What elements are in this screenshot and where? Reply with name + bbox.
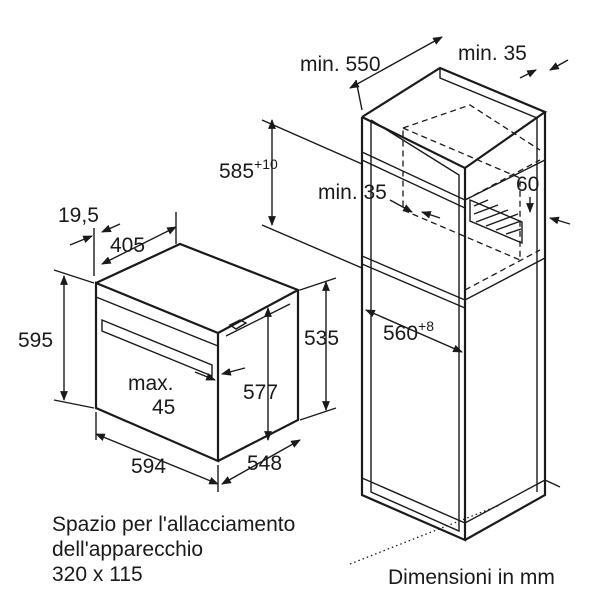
upper-shelf-edge <box>361 159 466 209</box>
note-line-1: Spazio per l'allacciamento <box>52 513 296 536</box>
oven-base-shelf <box>361 255 546 301</box>
cabinet-drawing <box>360 66 561 542</box>
control-panel-line <box>95 296 219 347</box>
label-panel-thickness: 19,5 <box>58 204 99 227</box>
note-line-2: dell'apparecchio <box>52 538 204 561</box>
cabinet-inner-back <box>439 68 538 492</box>
label-oven-body-height: 535 <box>304 327 339 350</box>
units-note: Dimensioni in mm <box>388 566 555 589</box>
cabinet-inner-left <box>370 119 460 533</box>
niche-dashed-top <box>464 159 541 201</box>
cabinet-right-side <box>464 112 547 541</box>
oven-handle <box>101 318 213 378</box>
oven-side <box>217 290 300 462</box>
label-oven-total-depth: 548 <box>247 452 282 475</box>
label-niche-height: 585+10 <box>219 156 278 183</box>
label-niche-width: 560+8 <box>383 318 434 345</box>
connection-space-note: Spazio per l'allacciamento dell'apparecc… <box>52 512 295 587</box>
niche-dashed-rear <box>402 104 541 151</box>
oven-base-shelf-edge <box>361 263 466 309</box>
cabinet-top <box>361 66 548 169</box>
oven-top-edge <box>225 303 291 337</box>
label-top-gap: min. 35 <box>318 181 387 204</box>
label-oven-width: 594 <box>131 455 166 478</box>
oven-vent <box>228 319 248 330</box>
label-niche-depth: min. 550 <box>300 53 381 76</box>
niche-outline-back <box>402 127 521 261</box>
label-oven-height: 595 <box>18 329 53 352</box>
label-oven-depth: 405 <box>110 234 145 257</box>
note-line-3: 320 x 115 <box>52 563 143 586</box>
label-handle-offset-value: 45 <box>152 396 175 419</box>
niche-dashed-bottom <box>464 249 541 291</box>
vent-hatching <box>473 199 522 235</box>
label-oven-inner-height: 577 <box>243 381 278 404</box>
floor-line <box>544 479 561 488</box>
label-niche-side-gap: min. 35 <box>458 42 527 65</box>
connection-space-leader <box>349 504 501 565</box>
label-vent-height: 60 <box>516 173 539 196</box>
dimension-lines <box>53 36 571 565</box>
bottom-shelf <box>361 477 546 524</box>
label-handle-offset: max. <box>128 372 174 395</box>
vent-opening <box>469 198 523 245</box>
